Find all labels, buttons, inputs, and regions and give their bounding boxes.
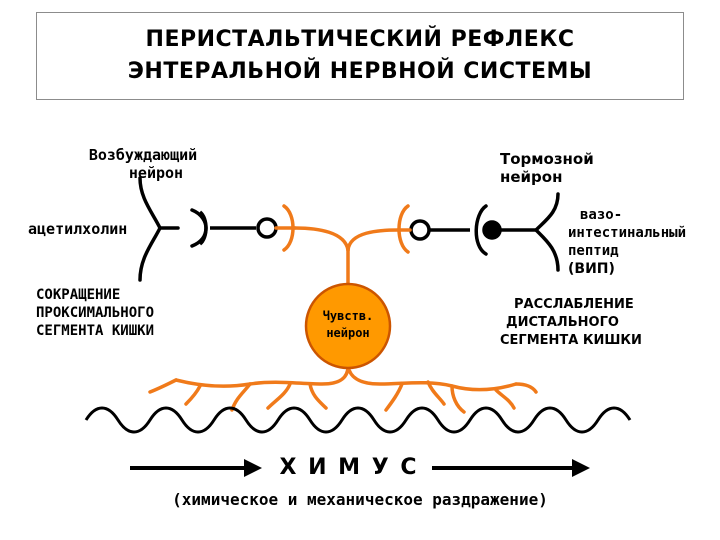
vip-line-4: (ВИП)	[568, 261, 615, 277]
inhibitory-neuron-label: Тормозной нейрон	[500, 150, 594, 186]
chyme-arrow-left	[130, 459, 262, 477]
excitatory-neuron-label-line-1: Возбуждающий	[88, 146, 198, 164]
relaxation-label: РАССЛАБЛЕНИЕ ДИСТАЛЬНОГО СЕГМЕНТА КИШКИ	[500, 296, 642, 350]
inhibitory-neuron-label-line-1: Тормозной	[500, 150, 594, 168]
inhibitory-neuron-label-line-2: нейрон	[500, 168, 563, 186]
chyme-arrow-right	[432, 459, 590, 477]
sensory-neuron-label-line-1: Чувств.	[322, 309, 374, 323]
title-line-2: ЭНТЕРАЛЬНОЙ НЕРВНОЙ СИСТЕМЫ	[127, 59, 593, 84]
chyme-label: Х И М У С	[279, 455, 419, 480]
sensory-neuron-tree	[148, 204, 538, 414]
sensory-neuron-soma	[304, 282, 392, 370]
sensory-neuron-label-line-2: нейрон	[326, 326, 370, 340]
inhibitory-neuron-body	[474, 192, 560, 272]
inhibitory-synapse	[409, 219, 470, 241]
relaxation-line-2: ДИСТАЛЬНОГО	[506, 315, 619, 330]
contraction-line-2: ПРОКСИМАЛЬНОГО	[36, 305, 155, 321]
vip-line-1: вазо-	[580, 207, 623, 223]
relaxation-line-1: РАССЛАБЛЕНИЕ	[514, 297, 634, 312]
excitatory-synapse	[198, 210, 278, 246]
excitatory-neuron-body	[138, 176, 208, 282]
vip-label: вазо- интестинальный пептид (ВИП)	[568, 206, 686, 278]
contraction-label: СОКРАЩЕНИЕ ПРОКСИМАЛЬНОГО СЕГМЕНТА КИШКИ	[36, 286, 154, 340]
title-box: ПЕРИСТАЛЬТИЧЕСКИЙ РЕФЛЕКС ЭНТЕРАЛЬНОЙ НЕ…	[36, 12, 684, 100]
vip-line-3: пептид	[568, 243, 619, 259]
contraction-line-1: СОКРАЩЕНИЕ	[36, 287, 121, 303]
excitatory-neuron-label-line-2: нейрон	[128, 164, 184, 182]
relaxation-line-3: СЕГМЕНТА КИШКИ	[500, 333, 642, 348]
sensory-neuron-label: Чувств. нейрон	[306, 308, 390, 342]
chyme-caption: (химическое и механическое раздражение)	[172, 490, 548, 509]
acetylcholine-label: ацетилхолин	[28, 220, 128, 238]
vip-line-2: интестинальный	[568, 225, 687, 241]
contraction-line-3: СЕГМЕНТА КИШКИ	[36, 323, 155, 339]
intestinal-wall-wave	[84, 406, 632, 434]
excitatory-neuron-label: Возбуждающий нейрон	[58, 146, 228, 182]
title-line-1: ПЕРИСТАЛЬТИЧЕСКИЙ РЕФЛЕКС	[145, 27, 575, 52]
